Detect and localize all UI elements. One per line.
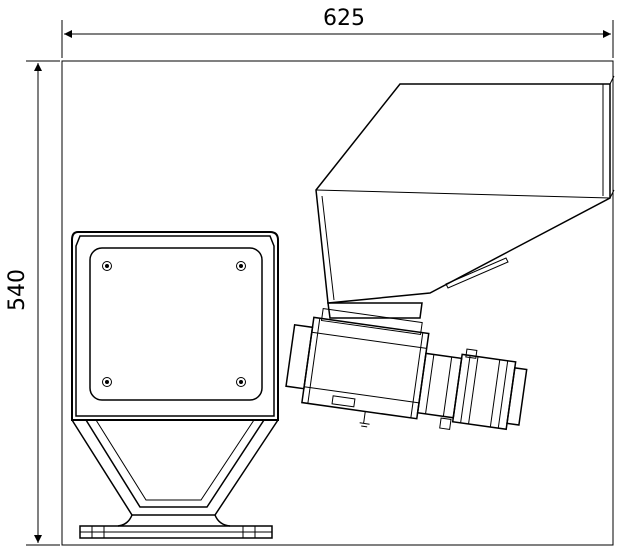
gearbox-line-2: [442, 356, 453, 417]
support-leg-inner: [85, 419, 265, 508]
width-label: 625: [323, 6, 365, 31]
support-leg-fillets: [117, 514, 231, 527]
width-dimension: 625: [61, 6, 614, 58]
motor-rib-3: [489, 359, 501, 428]
feeder-inlet-collar: [320, 308, 423, 335]
feeder-housing-edge-left: [307, 318, 321, 404]
feeder-housing-edge-right: [410, 332, 424, 418]
motor-terminal-top: [465, 348, 478, 359]
feeder-housing-groove-top: [311, 331, 427, 349]
support-leg-outer: [71, 419, 279, 516]
access-panel: [89, 247, 263, 401]
hopper-front-fold: [321, 195, 335, 301]
hopper-top-lip: [609, 75, 615, 199]
feeder-latch: [331, 395, 356, 408]
panel-screw-top-right: [236, 261, 246, 271]
control-box-outer: [71, 231, 279, 421]
motor-terminal-bottom: [439, 417, 452, 430]
height-dimension: 540: [5, 60, 60, 546]
feeder-assembly: [285, 308, 528, 431]
motor-rib-1: [460, 355, 471, 423]
base-foot-slots: [91, 526, 256, 538]
motor-rib-2: [468, 356, 479, 425]
motor-rib-4: [497, 360, 509, 429]
panel-screw-bottom-left: [102, 377, 112, 387]
support-leg-fold: [95, 419, 255, 501]
discharge-tab: [359, 411, 370, 428]
gearbox-line-1: [425, 354, 435, 414]
hopper: [315, 75, 615, 319]
motor-body: [451, 353, 517, 431]
feeder-housing-groove-bottom: [304, 386, 420, 404]
height-label: 540: [5, 269, 30, 311]
motor-end-cap: [506, 367, 528, 426]
panel-screw-bottom-right: [236, 377, 246, 387]
control-box-bevel: [75, 235, 275, 417]
bounding-frame: [61, 60, 614, 546]
panel-screw-top-left: [102, 261, 112, 271]
hopper-sight-strip: [445, 257, 509, 289]
hopper-neck: [327, 302, 423, 319]
hopper-rim-line: [315, 189, 611, 199]
stand-assembly: [71, 231, 279, 539]
